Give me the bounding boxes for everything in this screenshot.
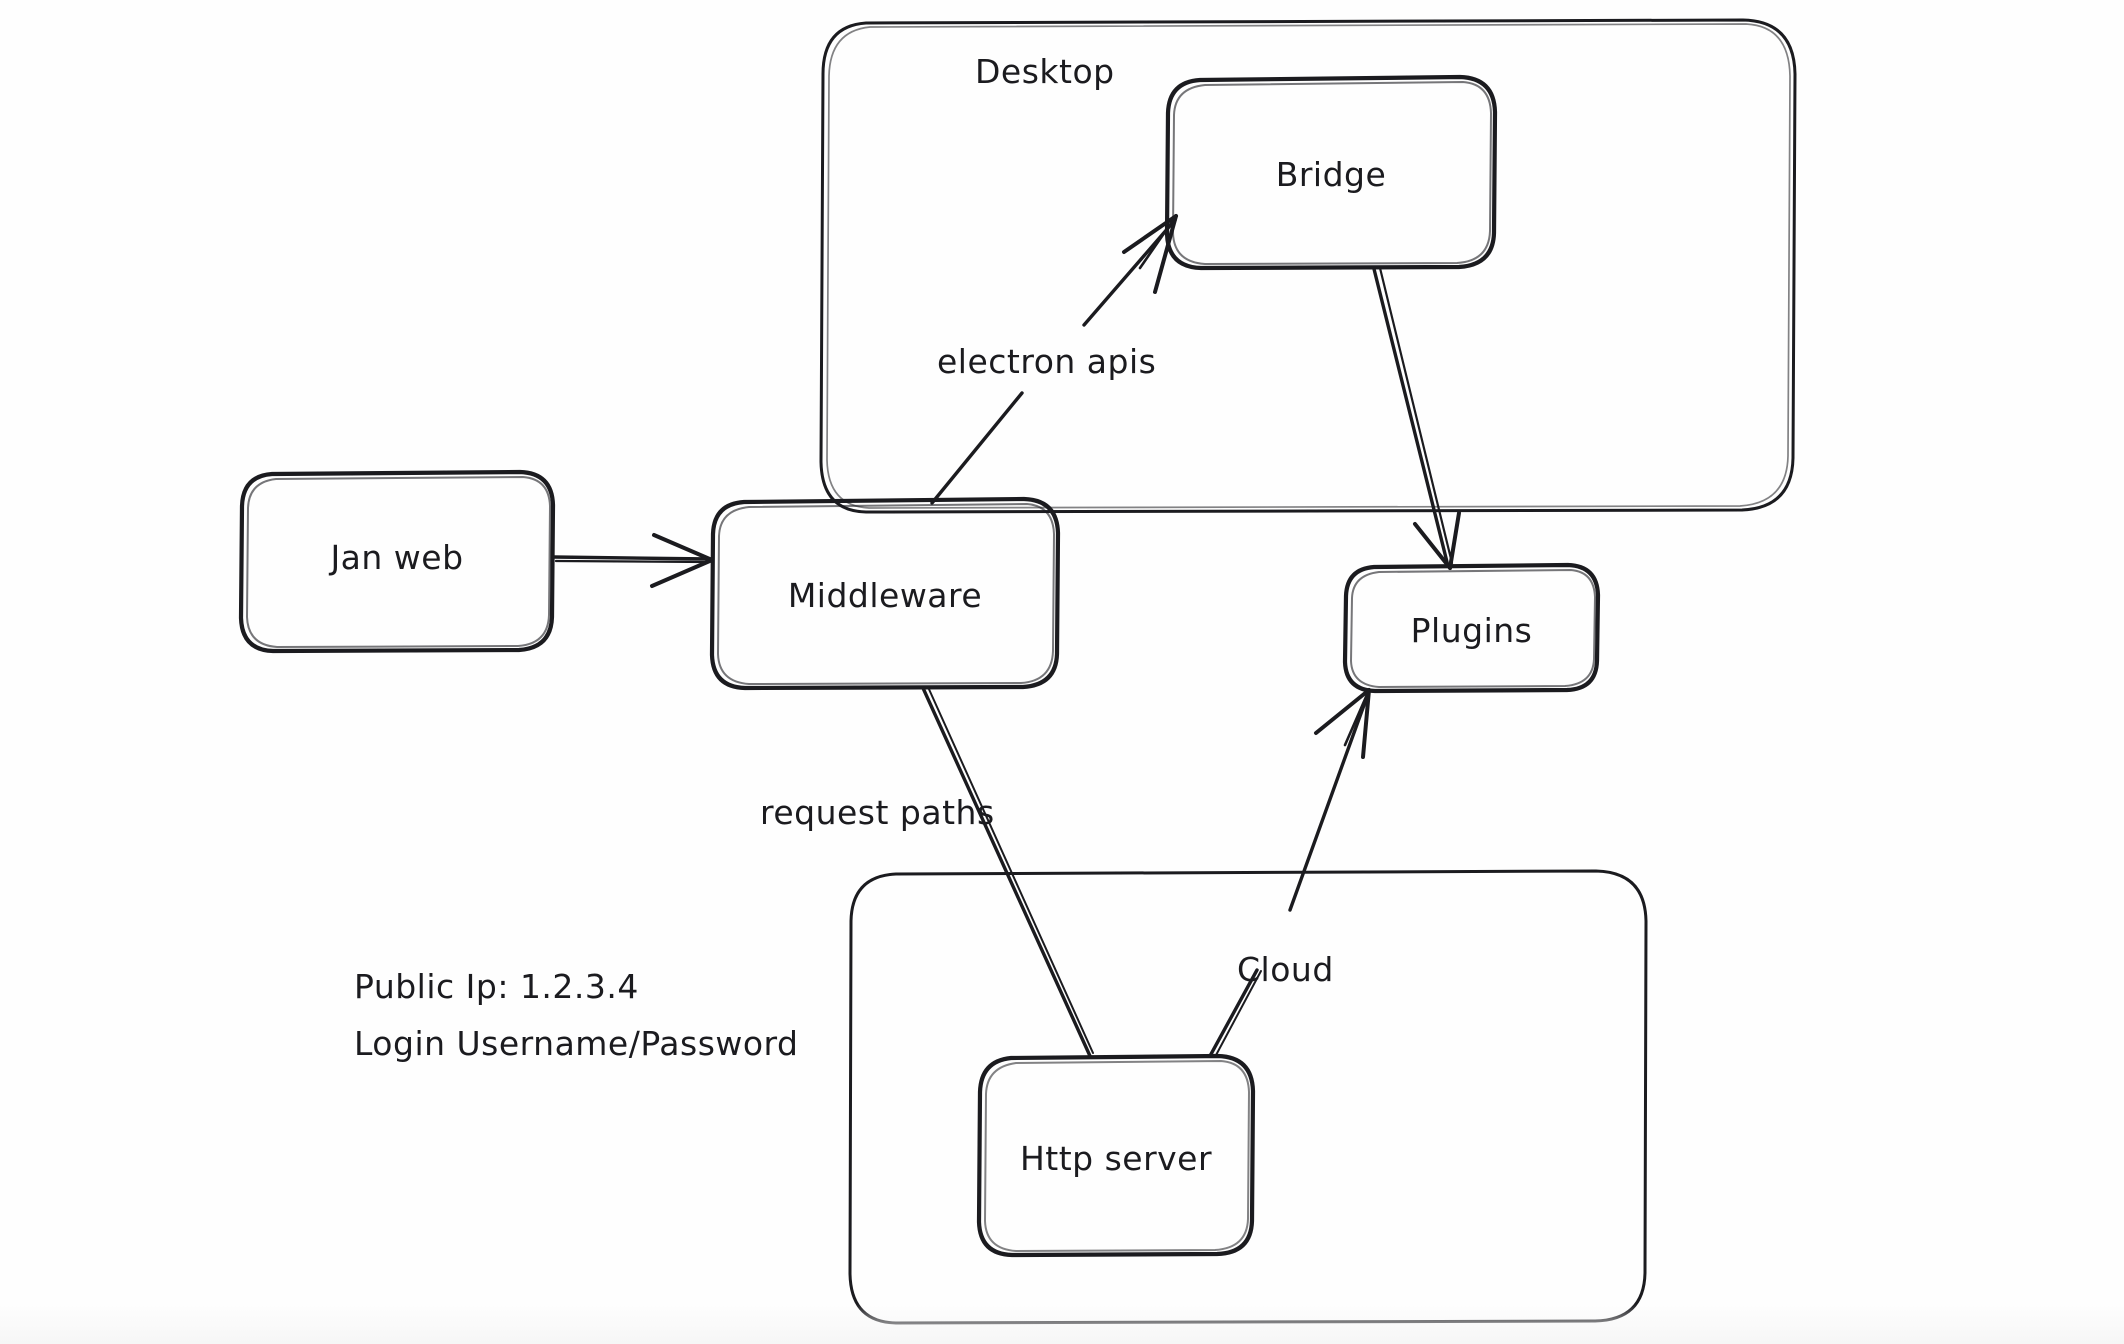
edge-label-cloud: Cloud (1237, 950, 1334, 989)
node-label-jan-web: Jan web (330, 538, 464, 577)
node-label-plugins: Plugins (1410, 611, 1533, 650)
edge-label-request-paths: request paths (760, 793, 995, 832)
group-label-desktop: Desktop (975, 52, 1115, 91)
note-public-ip: Public Ip: 1.2.3.4 (354, 967, 639, 1006)
edge-label-electron-apis: electron apis (937, 342, 1157, 381)
node-jan-web-outline[interactable] (238, 469, 556, 654)
edge-http-server-plugins (1208, 688, 1371, 1058)
note-login-credentials: Login Username/Password (354, 1024, 799, 1063)
node-bridge-outline[interactable] (1164, 74, 1498, 271)
edge-middleware-bridge (930, 214, 1178, 505)
node-plugins-outline[interactable] (1342, 562, 1601, 694)
edge-middleware-http-server (921, 686, 1094, 1058)
node-label-bridge: Bridge (1275, 155, 1387, 194)
group-desktop-outline (819, 18, 1797, 514)
edge-janweb-middleware (551, 533, 714, 588)
node-middleware-outline[interactable] (709, 496, 1061, 691)
edge-bridge-plugins (1372, 266, 1461, 570)
node-http-server-outline[interactable] (976, 1053, 1256, 1258)
node-label-http-server: Http server (1019, 1139, 1213, 1178)
node-label-middleware: Middleware (787, 576, 983, 615)
